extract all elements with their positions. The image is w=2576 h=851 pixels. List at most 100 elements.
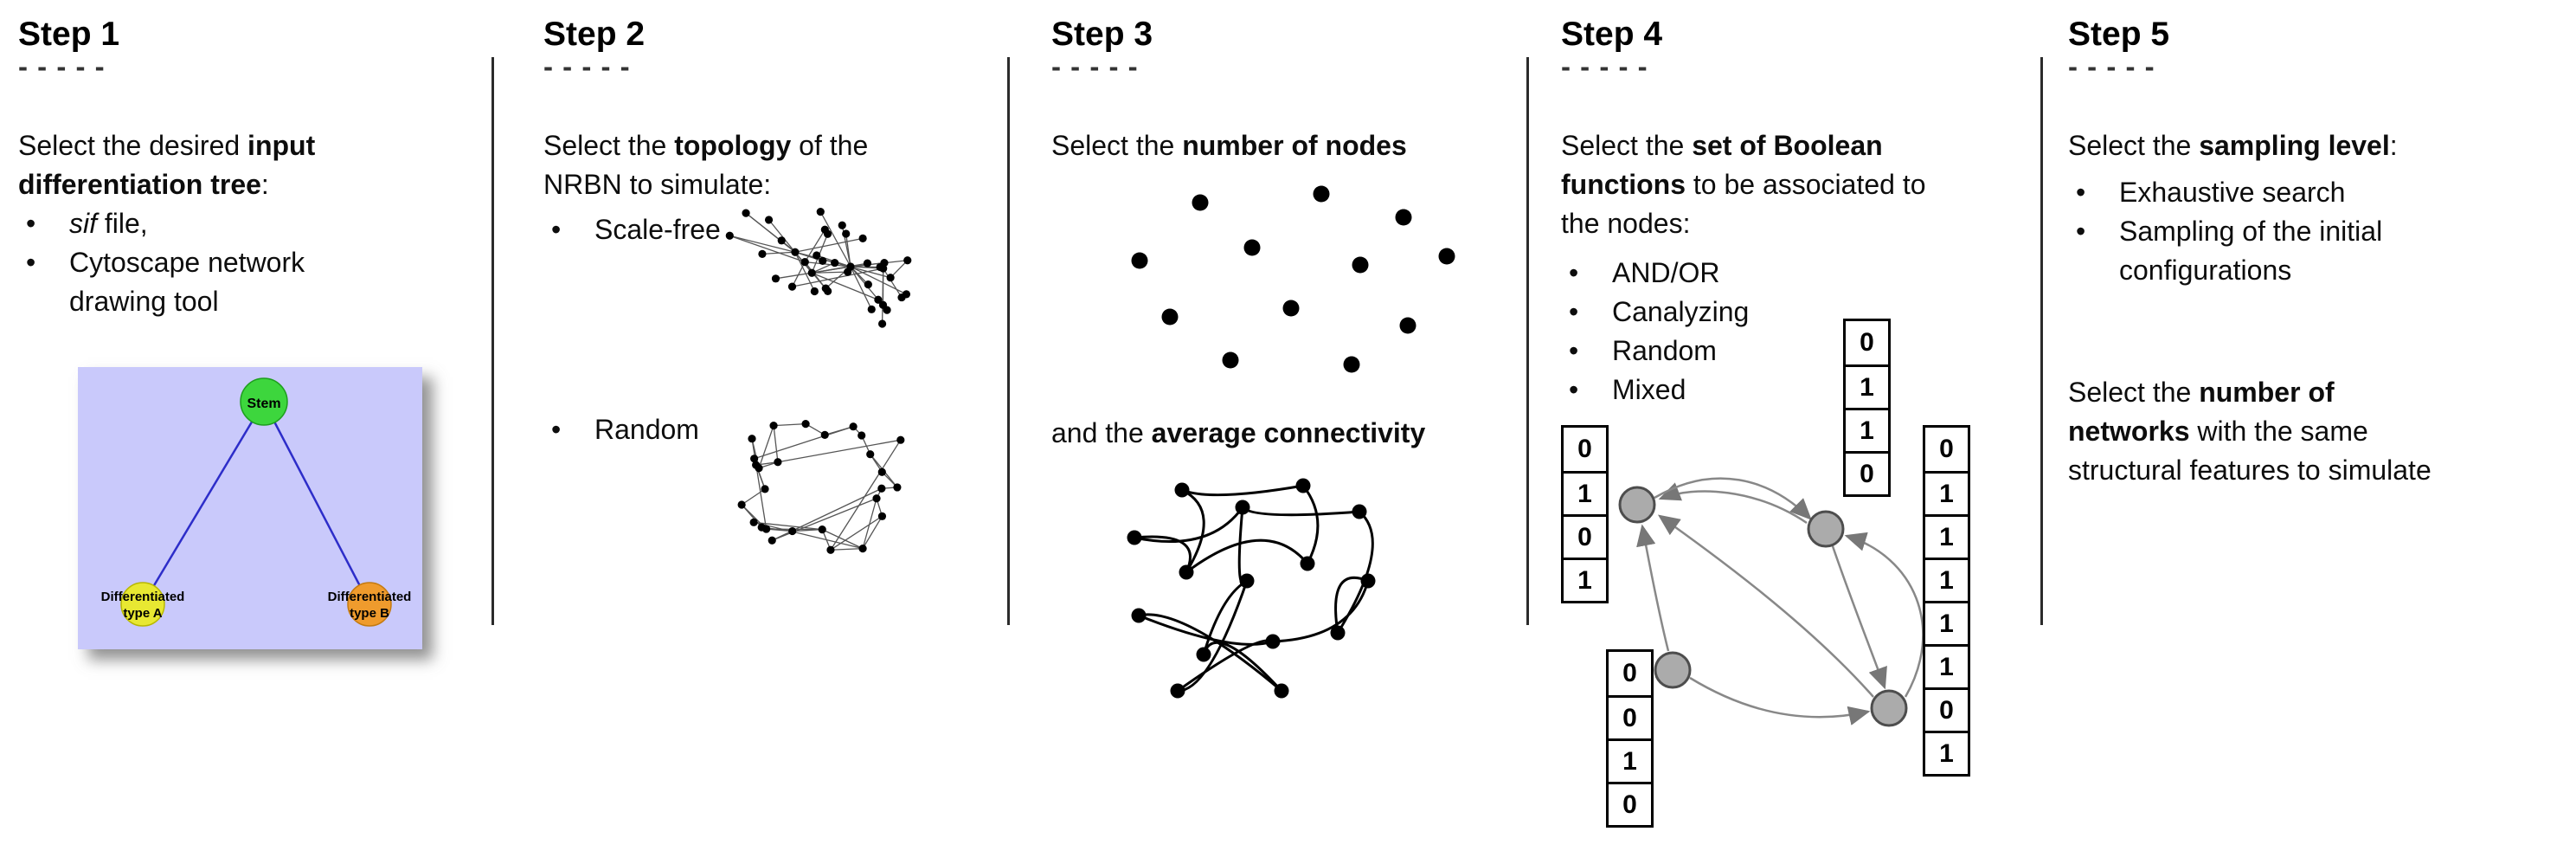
differentiation-tree-svg: Stem Differentiated type A Differentiate… <box>78 367 422 649</box>
bullet-text: Scale-free <box>594 214 721 245</box>
step-2-bullet-random: • Random <box>551 410 828 449</box>
truth-table-cell: 1 <box>1564 471 1606 514</box>
column-divider <box>491 57 494 625</box>
truth-table-cell: 1 <box>1925 601 1968 644</box>
step-5-title: Step 5 <box>2068 16 2170 53</box>
bullet-text: sif file, <box>69 208 148 239</box>
random-network-illustration <box>737 420 905 554</box>
truth-table-cell: 0 <box>1925 687 1968 731</box>
column-divider <box>1526 57 1529 625</box>
bullet-glyph: • <box>26 208 36 239</box>
scale-free-network-illustration <box>725 208 912 328</box>
graph-node <box>1654 651 1692 689</box>
differentiation-tree-figure: Stem Differentiated type A Differentiate… <box>78 367 422 649</box>
graph-edge <box>1657 514 1874 698</box>
step-5-intro: Select the sampling level: <box>2068 130 2398 161</box>
bullet-glyph: • <box>1569 374 1579 405</box>
step-4-bullet-canalyzing: • Canalyzing <box>1569 293 1828 332</box>
type-a-label-line1: Differentiated <box>101 590 185 604</box>
graph-edge <box>1636 524 1670 652</box>
bullet-text: Random <box>1612 335 1717 366</box>
bullet-glyph: • <box>2076 177 2086 208</box>
graph-edge <box>1689 676 1871 725</box>
graph-node <box>1618 486 1656 524</box>
truth-table-cell: 1 <box>1925 471 1968 514</box>
step-4-bullet-mixed: • Mixed <box>1569 371 1828 409</box>
stem-label: Stem <box>247 396 280 411</box>
bullet-text: Mixed <box>1612 374 1686 405</box>
bullet-text: Random <box>594 414 699 445</box>
step-1-title: Step 1 <box>18 16 120 53</box>
step-1-dashes: - - - - - <box>18 50 106 82</box>
step-4-title: Step 4 <box>1561 16 1663 53</box>
tree-edge-b <box>262 401 371 605</box>
bullet-glyph: • <box>1569 296 1579 327</box>
type-b-label-line1: Differentiated <box>328 590 412 604</box>
truth-table-cell: 0 <box>1564 514 1606 558</box>
step-2-bullet-scale-free: • Scale-free <box>551 210 828 249</box>
bullet-text: Canalyzing <box>1612 296 1750 327</box>
step-4-dashes: - - - - - <box>1561 50 1648 82</box>
graph-edge <box>1658 482 1808 525</box>
truth-table-cell: 1 <box>1609 738 1651 782</box>
graph-edge <box>1831 545 1887 690</box>
step-4-bullet-andor: • AND/OR <box>1569 254 1828 293</box>
step-2-title: Step 2 <box>543 16 646 53</box>
step-5-dashes: - - - - - <box>2068 50 2155 82</box>
truth-table-cell: 1 <box>1925 731 1968 774</box>
truth-table-cell: 1 <box>1564 558 1606 601</box>
bullet-glyph: • <box>1569 335 1579 366</box>
bullet-glyph: • <box>2076 216 2086 247</box>
step-4-bullet-random: • Random <box>1569 332 1828 371</box>
truth-table-cell: 1 <box>1846 364 1888 408</box>
tree-edge-a <box>141 401 266 605</box>
graph-node <box>1870 689 1908 727</box>
connectivity-illustration <box>1127 478 1376 699</box>
bullet-text: Exhaustive search <box>2119 177 2346 208</box>
step-3-title: Step 3 <box>1051 16 1153 53</box>
truth-table-cell: 0 <box>1609 782 1651 825</box>
type-b-label-line2: type B <box>350 606 389 621</box>
step-2-dashes: - - - - - <box>543 50 631 82</box>
truth-table-cell: 0 <box>1846 321 1888 364</box>
step-3-dashes: - - - - - <box>1051 50 1139 82</box>
truth-table-cell: 0 <box>1925 428 1968 471</box>
step-3-intro-connectivity: and the average connectivity <box>1051 417 1426 448</box>
bullet-glyph: • <box>551 414 562 445</box>
column-divider <box>1007 57 1010 625</box>
truth-table-cell: 1 <box>1925 514 1968 558</box>
bullet-glyph: • <box>551 214 562 245</box>
bullet-glyph: • <box>1569 257 1579 288</box>
step-5-bullet-exhaustive: • Exhaustive search <box>2076 173 2491 212</box>
truth-table-cell: 1 <box>1925 644 1968 687</box>
truth-table-cell: 0 <box>1846 451 1888 494</box>
boolean-network-graph <box>1618 477 1924 727</box>
truth-table-cell: 1 <box>1925 558 1968 601</box>
graph-nodes <box>1618 486 1908 727</box>
graph-edge <box>1844 532 1924 698</box>
truth-table-cell: 1 <box>1846 408 1888 451</box>
step-1-bullet-sif: • sif file, <box>26 204 441 243</box>
column-divider <box>2040 57 2043 625</box>
graph-node <box>1807 510 1845 548</box>
type-a-node <box>120 582 165 627</box>
type-b-node <box>347 582 392 627</box>
graph-edge <box>1654 477 1812 520</box>
truth-table-cell: 0 <box>1564 428 1606 471</box>
type-a-label-line2: type A <box>123 606 162 621</box>
step-3-intro-nodes: Select the number of nodes <box>1051 130 1407 161</box>
bullet-text: AND/OR <box>1612 257 1720 288</box>
